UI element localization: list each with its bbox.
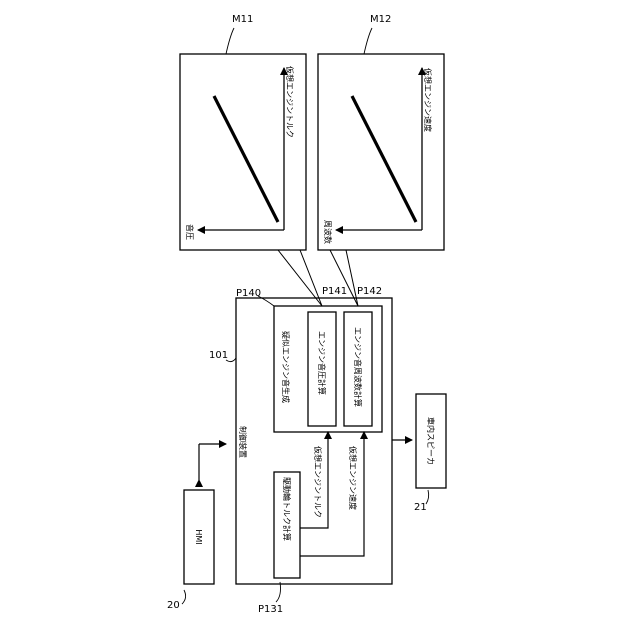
hmi-block: HMI: [184, 490, 214, 584]
controller-ref: 101: [209, 350, 228, 361]
map-m12-leader: [364, 28, 372, 54]
speaker-label: 車内スピーカ: [426, 417, 436, 465]
controller-label: 制御装置: [238, 426, 248, 458]
map-m12: 仮想エンジン速度 周波数: [318, 54, 444, 250]
controller-block: 制御装置: [236, 298, 392, 584]
map-m11: 仮想エンジントルク 音圧: [180, 54, 306, 250]
hmi-ref: 20: [167, 600, 180, 611]
torque-signal-label: 仮想エンジントルク: [313, 446, 323, 518]
drive-torque-block: 駆動輪トルク計算: [274, 472, 300, 578]
m11-x-label: 仮想エンジントルク: [285, 66, 295, 138]
drive-torque-ref: P131: [258, 604, 283, 615]
map-m11-ref: M11: [232, 14, 253, 25]
m12-x-label: 仮想エンジン速度: [423, 68, 433, 132]
drive-torque-leader: [276, 582, 281, 602]
hmi-leader: [182, 590, 186, 604]
pressure-ref: P141: [322, 286, 347, 297]
sound-synth-block: 疑似エンジン音生成: [274, 306, 382, 432]
m11-y-label: 音圧: [185, 224, 195, 240]
speed-signal-label: 仮想エンジン速度: [348, 446, 358, 510]
frequency-label: エンジン音周波数計算: [353, 327, 363, 407]
sound-synth-label: 疑似エンジン音生成: [281, 331, 291, 403]
sound-synth-ref: P140: [236, 288, 261, 299]
map-m11-leader: [226, 28, 234, 54]
frequency-block: エンジン音周波数計算: [344, 312, 372, 426]
hmi-label: HMI: [194, 529, 203, 544]
pressure-block: エンジン音圧計算: [308, 312, 336, 426]
speaker-ref: 21: [414, 502, 427, 513]
pressure-label: エンジン音圧計算: [317, 331, 327, 395]
drive-torque-label: 駆動輪トルク計算: [282, 477, 292, 541]
speaker-block: 車内スピーカ: [416, 394, 446, 488]
frequency-ref: P142: [357, 286, 382, 297]
m12-curve: [352, 96, 416, 222]
map-m12-ref: M12: [370, 14, 391, 25]
m11-curve: [214, 96, 278, 222]
m12-y-label: 周波数: [323, 220, 333, 244]
